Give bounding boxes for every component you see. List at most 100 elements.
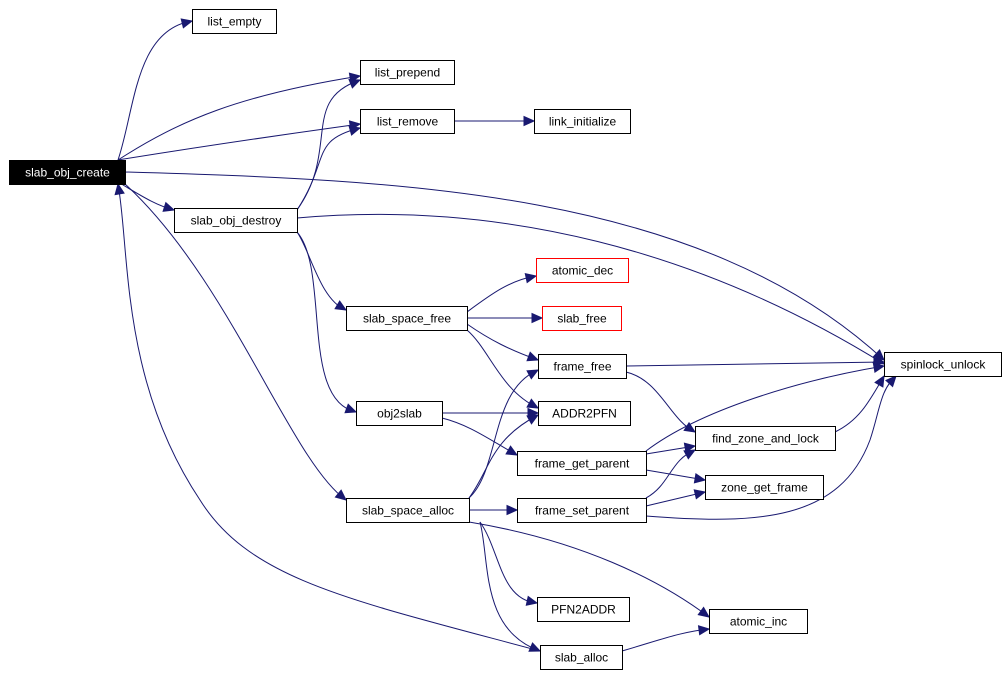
- edge-slab-space-alloc-to-frame-set-parent-arrowhead: [506, 504, 519, 516]
- node-addr2pfn[interactable]: ADDR2PFN: [538, 401, 631, 426]
- node-find-zone-and-lock-label: find_zone_and_lock: [712, 432, 820, 446]
- edge-frame-get-parent-to-find-zone-and-lock-arrowhead: [683, 442, 697, 453]
- edge-slab-obj-create-to-slab-space-alloc-arrowhead: [334, 489, 347, 501]
- edge-slab-obj-create-to-slab-obj-destroy-arrowhead: [162, 201, 176, 212]
- node-zone-get-frame-label: zone_get_frame: [721, 481, 808, 495]
- edge-slab-alloc-to-slab-obj-create-arrowhead: [114, 182, 125, 196]
- edge-slab-obj-destroy-to-slab-space-free-arrowhead: [334, 300, 348, 311]
- node-pfn2addr-box[interactable]: [537, 597, 630, 622]
- edge-frame-set-parent-to-zone-get-frame-arrowhead: [693, 489, 707, 500]
- node-slab-space-free-label: slab_space_free: [363, 312, 451, 326]
- edge-frame-get-parent-to-zone-get-frame-arrowhead: [693, 473, 707, 484]
- node-atomic-inc-label: atomic_inc: [730, 615, 787, 629]
- node-slab-obj-create-box[interactable]: [9, 160, 126, 185]
- node-list-remove-label: list_remove: [377, 115, 439, 129]
- node-list-remove-box[interactable]: [360, 109, 455, 134]
- node-atomic-dec[interactable]: atomic_dec: [536, 258, 629, 283]
- node-link-initialize[interactable]: link_initialize: [534, 109, 631, 134]
- node-slab-obj-create-label: slab_obj_create: [25, 166, 110, 180]
- node-atomic-inc-box[interactable]: [709, 609, 808, 634]
- edge-slab-space-free-to-addr2pfn-arrowhead: [526, 398, 540, 409]
- node-find-zone-and-lock[interactable]: find_zone_and_lock: [695, 426, 836, 451]
- node-link-initialize-box[interactable]: [534, 109, 631, 134]
- edge-slab-space-free-to-atomic-dec-arrowhead: [524, 273, 538, 284]
- node-slab-space-alloc[interactable]: slab_space_alloc: [346, 498, 470, 523]
- edge-slab-obj-create-to-spinlock-unlock: [124, 171, 885, 361]
- node-slab-free-box[interactable]: [542, 306, 622, 331]
- node-list-prepend-label: list_prepend: [375, 66, 440, 80]
- nodes-layer: slab_obj_create list_empty list_prependlis…: [9, 9, 1002, 670]
- node-atomic-dec-box[interactable]: [536, 258, 629, 283]
- node-slab-free-label: slab_free: [557, 312, 607, 326]
- node-list-prepend-box[interactable]: [360, 60, 455, 85]
- edge-slab-space-alloc-to-pfn2addr: [479, 521, 538, 604]
- node-frame-get-parent[interactable]: frame_get_parent: [517, 451, 647, 476]
- edge-slab-space-alloc-to-addr2pfn-arrowhead: [526, 414, 540, 425]
- edge-slab-space-alloc-to-atomic-inc: [468, 521, 710, 618]
- edge-slab-space-alloc-to-atomic-inc-arrowhead: [697, 606, 710, 618]
- edge-slab-space-alloc-to-addr2pfn: [468, 414, 539, 499]
- node-list-remove[interactable]: list_remove: [360, 109, 455, 134]
- node-slab-space-free[interactable]: slab_space_free: [346, 306, 468, 331]
- node-find-zone-and-lock-box[interactable]: [695, 426, 836, 451]
- node-frame-free[interactable]: frame_free: [538, 354, 627, 379]
- node-slab-obj-destroy[interactable]: slab_obj_destroy: [174, 208, 298, 233]
- edge-slab-obj-destroy-to-obj2slab: [296, 231, 357, 413]
- node-obj2slab[interactable]: obj2slab: [356, 401, 443, 426]
- node-link-initialize-label: link_initialize: [549, 115, 617, 129]
- edge-slab-obj-destroy-to-list-prepend-arrowhead: [348, 78, 362, 89]
- node-obj2slab-label: obj2slab: [377, 407, 422, 421]
- edge-slab-obj-destroy-to-list-remove: [296, 127, 361, 211]
- node-zone-get-frame-box[interactable]: [705, 475, 824, 500]
- edge-slab-obj-destroy-to-list-remove-arrowhead: [348, 125, 362, 136]
- edge-slab-obj-destroy-to-spinlock-unlock: [296, 213, 885, 365]
- node-obj2slab-box[interactable]: [356, 401, 443, 426]
- edge-slab-obj-create-to-list-empty-arrowhead: [180, 18, 194, 29]
- node-pfn2addr[interactable]: PFN2ADDR: [537, 597, 630, 622]
- node-list-empty-label: list_empty: [207, 15, 261, 29]
- edge-frame-set-parent-to-spinlock-unlock: [645, 375, 897, 520]
- edge-frame-free-to-find-zone-and-lock: [625, 371, 696, 433]
- edge-slab-obj-create-to-list-prepend: [117, 75, 361, 161]
- edge-obj2slab-to-frame-get-parent-arrowhead: [505, 445, 519, 456]
- node-atomic-dec-label: atomic_dec: [552, 264, 613, 278]
- edge-frame-set-parent-to-find-zone-and-lock-arrowhead: [683, 449, 697, 460]
- edge-find-zone-and-lock-to-spinlock-unlock-arrowhead: [874, 374, 885, 388]
- node-slab-free[interactable]: slab_free: [542, 306, 622, 331]
- node-slab-space-alloc-box[interactable]: [346, 498, 470, 523]
- node-atomic-inc[interactable]: atomic_inc: [709, 609, 808, 634]
- node-frame-get-parent-label: frame_get_parent: [535, 457, 630, 471]
- node-spinlock-unlock[interactable]: spinlock_unlock: [884, 352, 1002, 377]
- node-list-empty[interactable]: list_empty: [192, 9, 277, 34]
- edge-slab-alloc-to-atomic-inc-arrowhead: [697, 625, 711, 636]
- node-zone-get-frame[interactable]: zone_get_frame: [705, 475, 824, 500]
- edge-slab-obj-destroy-to-list-prepend: [296, 79, 361, 211]
- edges-layer: [114, 18, 897, 652]
- node-pfn2addr-label: PFN2ADDR: [551, 603, 616, 617]
- edge-frame-get-parent-to-spinlock-unlock: [645, 365, 885, 452]
- node-slab-space-free-box[interactable]: [346, 306, 468, 331]
- node-list-empty-box[interactable]: [192, 9, 277, 34]
- node-slab-alloc-box[interactable]: [540, 645, 623, 670]
- node-frame-set-parent-box[interactable]: [517, 498, 647, 523]
- node-frame-set-parent-label: frame_set_parent: [535, 504, 630, 518]
- edge-slab-obj-create-to-slab-space-alloc: [124, 183, 347, 501]
- node-frame-get-parent-box[interactable]: [517, 451, 647, 476]
- node-list-prepend[interactable]: list_prepend: [360, 60, 455, 85]
- edge-frame-set-parent-to-spinlock-unlock-arrowhead: [885, 375, 897, 388]
- edge-slab-alloc-to-atomic-inc: [621, 628, 710, 652]
- node-frame-set-parent[interactable]: frame_set_parent: [517, 498, 647, 523]
- edge-find-zone-and-lock-to-spinlock-unlock: [834, 375, 885, 433]
- edge-slab-space-alloc-to-slab-alloc: [479, 521, 541, 652]
- node-frame-free-box[interactable]: [538, 354, 627, 379]
- edge-slab-obj-create-to-list-remove: [117, 123, 361, 161]
- node-slab-alloc[interactable]: slab_alloc: [540, 645, 623, 670]
- node-slab-obj-create[interactable]: slab_obj_create: [9, 160, 126, 185]
- node-addr2pfn-box[interactable]: [538, 401, 631, 426]
- node-slab-obj-destroy-box[interactable]: [174, 208, 298, 233]
- node-spinlock-unlock-box[interactable]: [884, 352, 1002, 377]
- edge-list-remove-to-link-initialize-arrowhead: [523, 115, 536, 127]
- edge-slab-space-free-to-slab-free-arrowhead: [531, 312, 544, 324]
- edge-slab-space-alloc-to-frame-free-arrowhead: [526, 369, 540, 380]
